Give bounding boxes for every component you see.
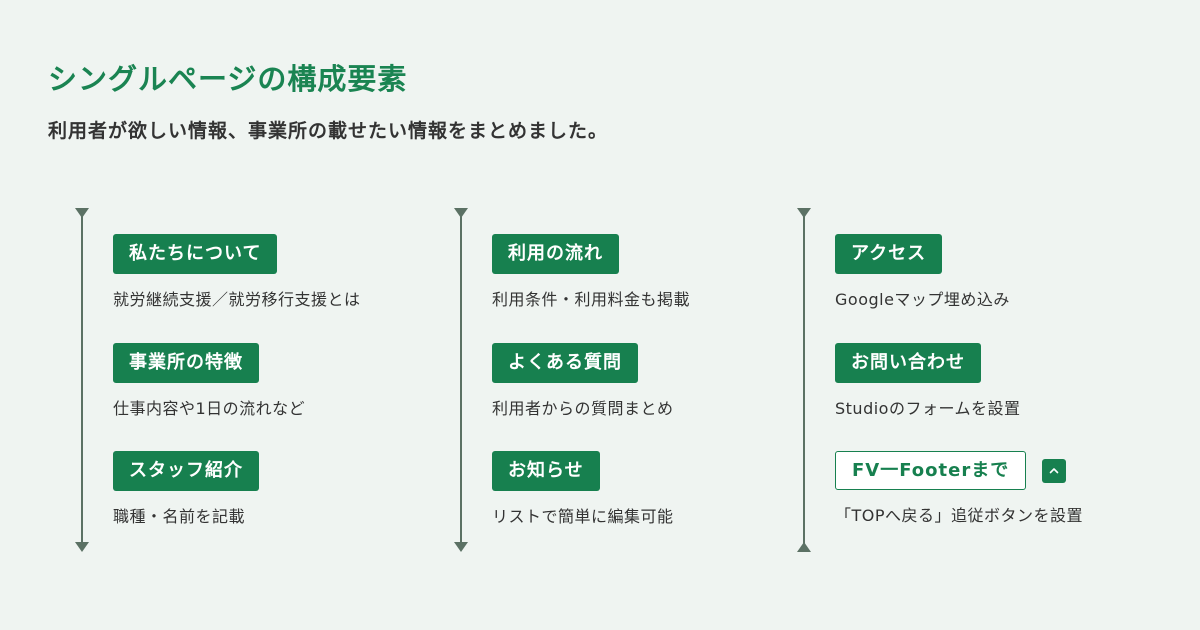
section-badge: お知らせ	[492, 451, 600, 491]
section-description: 利用条件・利用料金も掲載	[492, 290, 691, 309]
section-badge-outline: FV一Footerまで	[835, 451, 1027, 490]
section-badge: 利用の流れ	[492, 234, 619, 274]
section-item: 私たちについて 就労継続支援／就労移行支援とは	[113, 234, 361, 310]
arrow-head-bottom	[75, 542, 89, 552]
section-description: リストで簡単に編集可能	[492, 507, 674, 526]
section-item: スタッフ紹介 職種・名前を記載	[113, 451, 259, 527]
arrow-head-top	[75, 208, 89, 218]
section-badge: お問い合わせ	[835, 343, 981, 383]
flow-arrow-line	[75, 208, 89, 552]
section-badge: 事業所の特徴	[113, 343, 259, 383]
section-item: お問い合わせ Studioのフォームを設置	[835, 343, 1020, 419]
flow-arrow-line	[797, 208, 811, 552]
section-description: Studioのフォームを設置	[835, 399, 1021, 418]
arrow-head-bottom	[797, 542, 811, 552]
section-description: 仕事内容や1日の流れなど	[113, 399, 306, 418]
arrow-head-bottom	[454, 542, 468, 552]
section-badge: よくある質問	[492, 343, 638, 383]
section-description: 職種・名前を記載	[113, 507, 246, 526]
section-item: FV一Footerまで 「TOPへ戻る」追従ボタンを設置	[835, 451, 1083, 526]
arrow-head-top	[454, 208, 468, 218]
section-item: よくある質問 利用者からの質問まとめ	[492, 343, 674, 419]
section-badge: スタッフ紹介	[113, 451, 259, 491]
flow-arrow-line	[454, 208, 468, 552]
section-description: 就労継続支援／就労移行支援とは	[113, 290, 361, 309]
section-badge: アクセス	[835, 234, 943, 274]
page-title: シングルページの構成要素	[48, 62, 408, 96]
section-item: 利用の流れ 利用条件・利用料金も掲載	[492, 234, 690, 310]
page-subtitle: 利用者が欲しい情報、事業所の載せたい情報をまとめました。	[48, 120, 609, 142]
section-badge: 私たちについて	[113, 234, 278, 274]
chevron-up-icon[interactable]	[1042, 458, 1067, 483]
section-description: 利用者からの質問まとめ	[492, 399, 674, 418]
section-item: アクセス Googleマップ埋め込み	[835, 234, 1010, 310]
arrow-head-top	[797, 208, 811, 218]
section-description: Googleマップ埋め込み	[835, 290, 1010, 309]
section-item: 事業所の特徴 仕事内容や1日の流れなど	[113, 343, 305, 419]
section-description: 「TOPへ戻る」追従ボタンを設置	[835, 506, 1084, 525]
section-item: お知らせ リストで簡単に編集可能	[492, 451, 674, 527]
